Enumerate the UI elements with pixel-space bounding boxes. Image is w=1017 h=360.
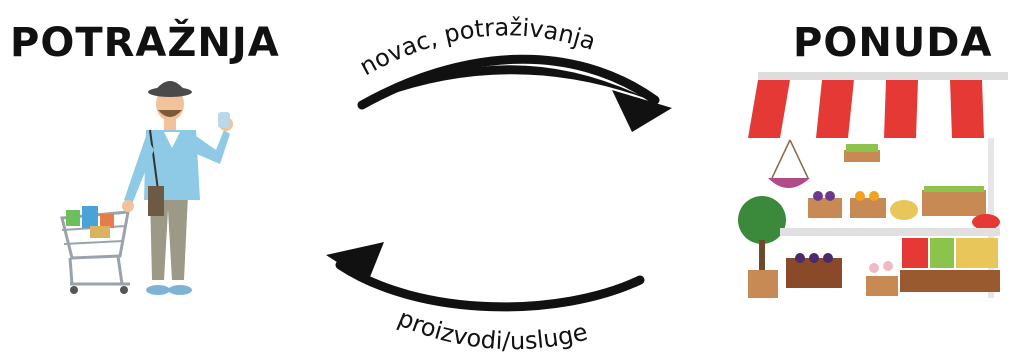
- bottom-arrow: [326, 242, 645, 312]
- top-arrowhead-icon: [612, 90, 672, 132]
- bottom-flow-label: proizvodi/usluge: [394, 304, 590, 356]
- shopping-cart-icon: [60, 206, 130, 294]
- top-arrow: [357, 54, 672, 132]
- shopper-illustration: [60, 81, 233, 295]
- market-stall-illustration: [738, 72, 1012, 298]
- bottom-arrowhead-icon: [326, 242, 384, 282]
- supply-title: PONUDA: [793, 20, 993, 66]
- demand-title: POTRAŽNJA: [10, 20, 280, 66]
- awning: [748, 80, 1012, 138]
